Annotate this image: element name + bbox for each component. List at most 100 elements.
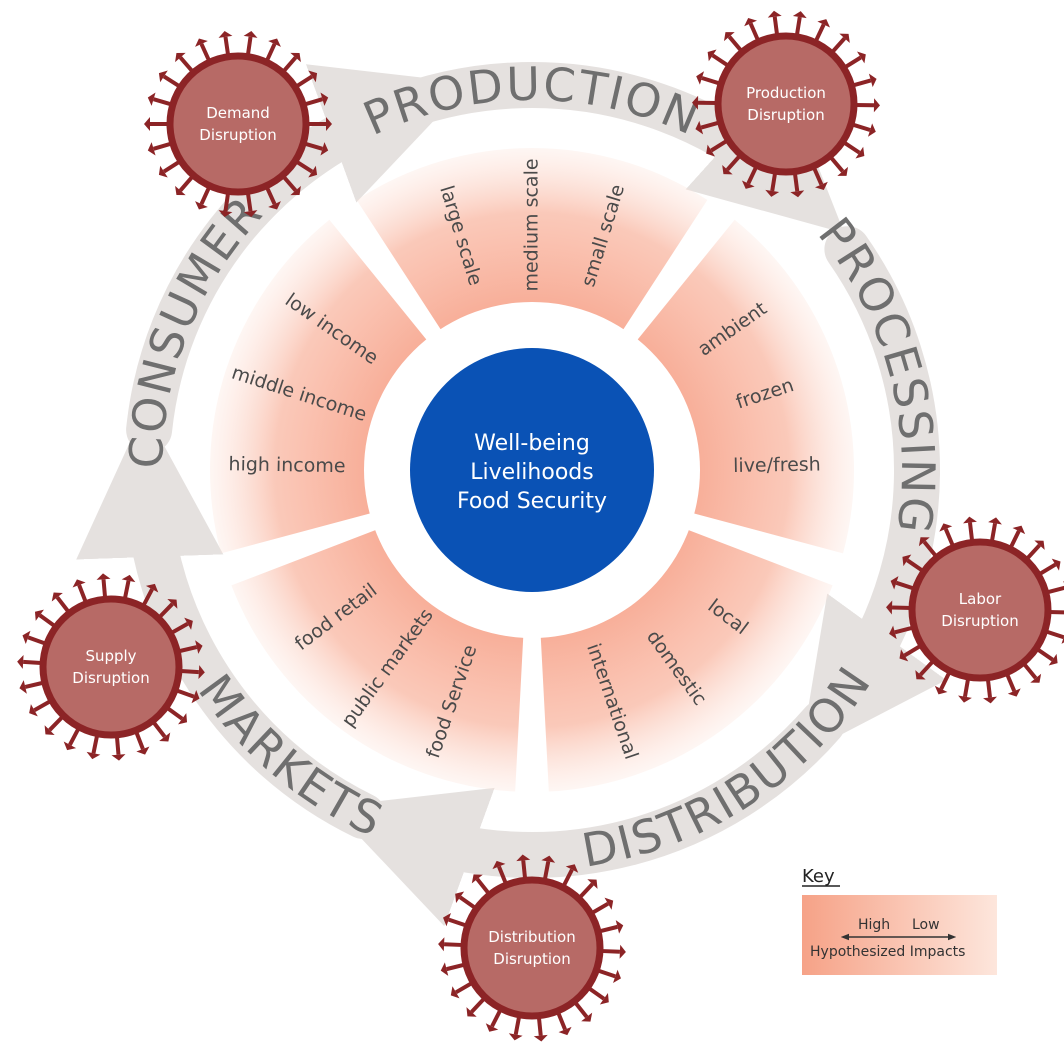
hub-line-2: Livelihoods bbox=[470, 460, 593, 485]
cycle-arrow-2 bbox=[331, 699, 846, 927]
disruption-viruses: DemandDisruptionProductionDisruptionLabo… bbox=[17, 10, 1064, 1042]
hub-line-1: Well-being bbox=[474, 431, 590, 456]
virus-spike-head bbox=[915, 670, 926, 680]
virus-spike-head bbox=[440, 962, 449, 976]
virus-spike-head bbox=[565, 864, 579, 873]
virus-spike-head bbox=[958, 695, 972, 703]
virus-spike-head bbox=[34, 609, 44, 621]
virus-spike-head bbox=[868, 73, 877, 88]
hub-line-3: Food Security bbox=[457, 489, 607, 514]
virus-spike-head bbox=[268, 201, 281, 210]
virus-body bbox=[714, 32, 858, 176]
virus-spike-head bbox=[308, 165, 318, 178]
virus-spike-head bbox=[558, 1026, 572, 1036]
virus-spike-head bbox=[767, 10, 782, 18]
virus-spike-head bbox=[17, 654, 24, 669]
virus-spike-head bbox=[837, 166, 849, 176]
virus-spike-head bbox=[320, 92, 329, 106]
virus-spike-head bbox=[744, 17, 758, 27]
segment-item-consumer-0: high income bbox=[228, 453, 345, 477]
virus-spike-head bbox=[86, 751, 101, 760]
virus-spike-head bbox=[144, 117, 150, 131]
virus-spike-head bbox=[191, 690, 200, 704]
virus-spike-head bbox=[619, 944, 626, 959]
virus-spike-head bbox=[1012, 525, 1026, 535]
cycle-arrow-3 bbox=[76, 409, 387, 839]
virus-spike-head bbox=[722, 165, 733, 175]
virus-label-production-0: Production bbox=[746, 84, 826, 102]
virus-spike-head bbox=[983, 696, 997, 704]
virus-spike-head bbox=[308, 70, 318, 83]
virus-spike-head bbox=[706, 144, 715, 157]
virus-spike-head bbox=[587, 879, 598, 889]
segment-distribution bbox=[540, 529, 833, 792]
virus-spike-head bbox=[857, 51, 866, 64]
virus-spike-head bbox=[195, 201, 208, 210]
virus-spike-head bbox=[516, 854, 531, 862]
virus-spike-head bbox=[790, 190, 805, 198]
virus-spike-head bbox=[1034, 540, 1045, 550]
hub-circle bbox=[410, 348, 654, 592]
virus-spike-head bbox=[326, 117, 332, 131]
virus-label-labor-1: Disruption bbox=[941, 612, 1018, 630]
virus-spike-head bbox=[581, 1012, 593, 1022]
key-gradient-box bbox=[802, 895, 997, 975]
virus-spike-head bbox=[184, 617, 193, 630]
virus-spike-head bbox=[438, 937, 445, 952]
hub: Well-being Livelihoods Food Security bbox=[364, 302, 700, 638]
virus-spike-head bbox=[873, 98, 880, 113]
virus-spike-head bbox=[508, 1033, 523, 1041]
cycle-arrow-4 bbox=[126, 64, 470, 453]
virus-spike-head bbox=[707, 49, 717, 62]
virus-spike-head bbox=[615, 920, 624, 934]
segment-processing bbox=[635, 219, 855, 554]
virus-spike-head bbox=[19, 680, 27, 694]
virus-spike-head bbox=[175, 52, 186, 63]
virus-spike-head bbox=[136, 746, 150, 755]
virus-spike-head bbox=[988, 517, 1002, 525]
virus-spike-head bbox=[290, 52, 301, 63]
virus-spike-head bbox=[899, 649, 909, 662]
virus-body bbox=[908, 538, 1052, 682]
segment-item-processing-2: live/fresh bbox=[733, 453, 821, 477]
virus-body bbox=[39, 595, 183, 739]
virus-spike-head bbox=[696, 71, 704, 85]
virus-spike-head bbox=[599, 993, 609, 1005]
virus-spike-head bbox=[890, 576, 899, 590]
virus-body bbox=[460, 876, 604, 1020]
virus-spike-head bbox=[218, 30, 233, 38]
virus-spike-head bbox=[839, 33, 850, 43]
virus-spike-head bbox=[492, 860, 506, 870]
virus-spike-head bbox=[63, 741, 77, 751]
virus-spike-head bbox=[147, 92, 156, 106]
virus-spike-head bbox=[1007, 688, 1021, 697]
virus-spike-head bbox=[243, 210, 258, 218]
virus-spike-head bbox=[471, 874, 483, 884]
virus-spike-head bbox=[934, 685, 948, 695]
segment-item-production-1: medium scale bbox=[521, 158, 543, 291]
virus-spike-head bbox=[290, 185, 301, 196]
virus-spike-head bbox=[178, 713, 188, 725]
virus-spike-head bbox=[918, 537, 930, 547]
virus-spike-head bbox=[111, 754, 126, 761]
virus-label-distribution-0: Distribution bbox=[488, 928, 576, 946]
virus-spike-head bbox=[44, 725, 55, 735]
segment-consumer bbox=[210, 219, 429, 554]
key-low-label: Low bbox=[912, 917, 940, 933]
virus-spike-head bbox=[692, 95, 699, 110]
virus-spike-head bbox=[466, 1007, 477, 1017]
virus-spike-head bbox=[450, 986, 460, 999]
virus-spike-head bbox=[541, 855, 556, 863]
virus-spike-head bbox=[243, 30, 258, 38]
virus-spike-head bbox=[868, 123, 876, 137]
virus-spike-head bbox=[939, 523, 953, 532]
virus-spike-head bbox=[902, 554, 912, 567]
segment-markets bbox=[231, 529, 524, 792]
virus-label-labor-0: Labor bbox=[959, 590, 1002, 608]
